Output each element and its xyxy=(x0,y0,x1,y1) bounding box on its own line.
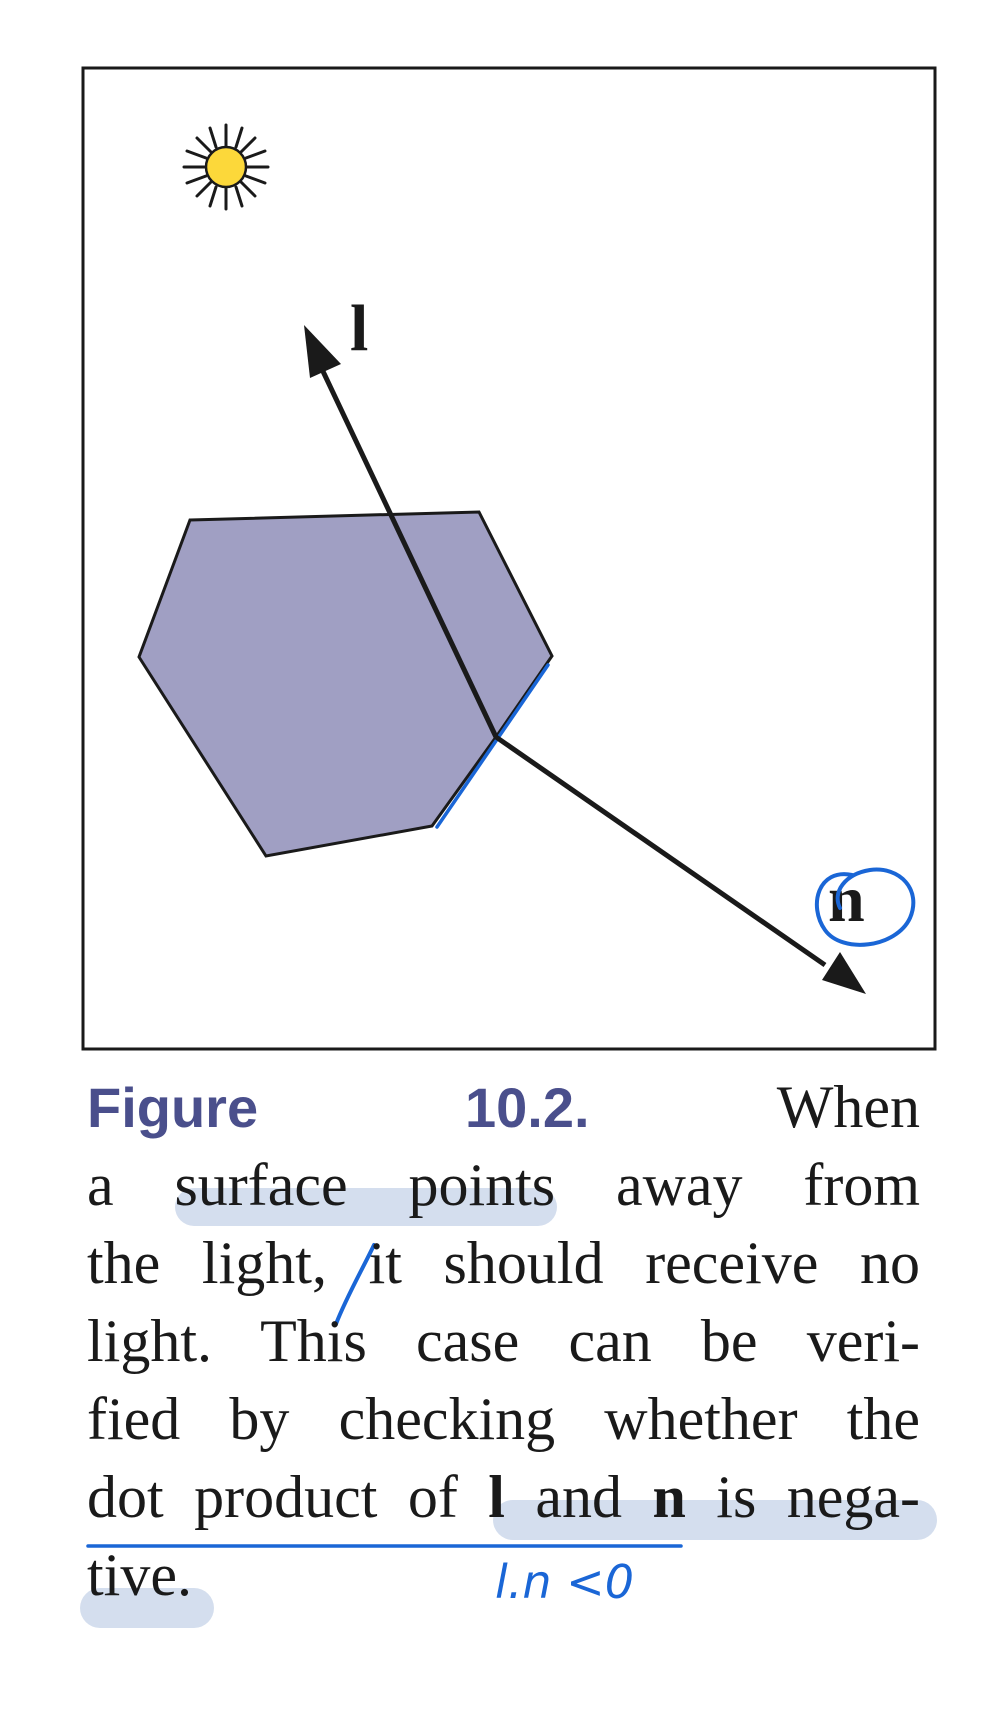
caption-line-6: dot product of l and n is nega- xyxy=(87,1458,920,1536)
vector-l-label: l xyxy=(350,292,368,365)
caption-text-6e: is nega- xyxy=(685,1464,920,1530)
caption-text-6a: dot product of xyxy=(87,1464,489,1530)
ink-edge-mark xyxy=(435,663,550,829)
highlight-tive xyxy=(80,1588,214,1628)
caption-line-3: the light, it should receive no xyxy=(87,1230,920,1296)
caption-line-1: Figure 10.2. When xyxy=(87,1068,920,1146)
highlight-surface-points xyxy=(175,1188,557,1226)
vector-n-line xyxy=(494,734,827,968)
caption-text-1: When xyxy=(776,1074,920,1140)
vector-l-line xyxy=(317,363,499,739)
figure-label: Figure 10.2. xyxy=(87,1076,590,1139)
caption-vector-n: n xyxy=(652,1464,686,1530)
vector-n-arrowhead xyxy=(822,952,866,994)
vector-l-arrowhead xyxy=(304,325,341,378)
ink-slash-mark xyxy=(334,1243,376,1326)
caption-line-4: light. This case can be veri- xyxy=(87,1308,920,1374)
ink-circle-mark xyxy=(815,867,916,947)
caption-line-2: a surface points away from xyxy=(87,1152,920,1218)
caption-line-7: tive. xyxy=(87,1542,192,1608)
caption-text-6c: and xyxy=(504,1464,653,1530)
caption-vector-l: l xyxy=(488,1464,505,1530)
caption-line-5: fied by checking whether the xyxy=(87,1386,920,1452)
highlight-l-and-n xyxy=(493,1500,937,1540)
hexagon-surface xyxy=(137,510,554,858)
sun-icon xyxy=(182,123,270,211)
figure-caption: Figure 10.2. When a surface points away … xyxy=(87,1068,920,1614)
